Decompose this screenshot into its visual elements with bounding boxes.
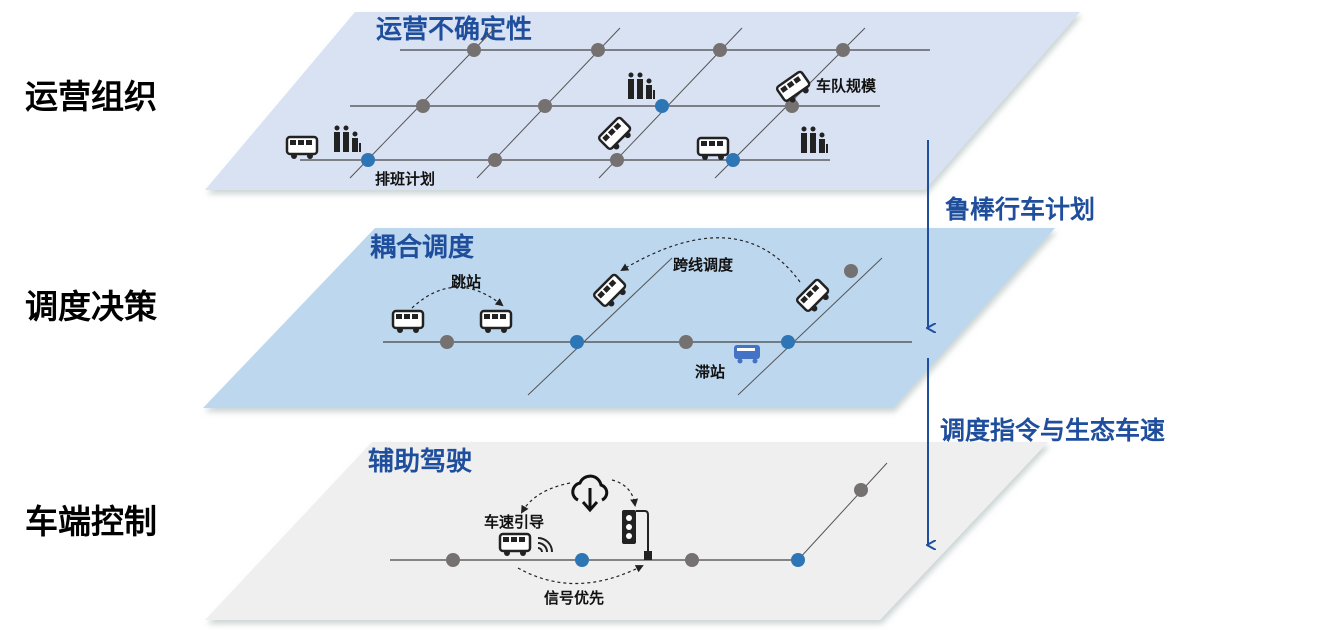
flow-label-robust-plan: 鲁棒行车计划 (945, 195, 1095, 224)
cloud-download-icon (571, 474, 609, 513)
label-cross-line: 跨线调度 (673, 256, 734, 274)
layer-plane (203, 228, 1055, 408)
layer-dispatch: 耦合调度 跳站 跨线调度 滞站 (203, 228, 1055, 408)
layer-operations: 运营不确定性 排班计划 车队规模 (205, 12, 1080, 190)
side-label-dispatch: 调度决策 (25, 287, 157, 326)
guide-arrow (520, 482, 571, 514)
label-skip-stop: 跳站 (451, 273, 481, 291)
wireless-signal-icon (537, 537, 553, 553)
signal-priority-arrow (517, 565, 644, 585)
traffic-light-icon (622, 510, 652, 560)
label-hold: 滞站 (695, 363, 725, 381)
layer-title: 运营不确定性 (376, 14, 532, 45)
layer-title: 辅助驾驶 (368, 447, 472, 477)
label-speed-guidance: 车速引导 (484, 513, 544, 531)
signal-arrow (611, 479, 639, 507)
layer-title: 耦合调度 (370, 232, 474, 263)
skip-arrow (411, 286, 504, 309)
label-schedule: 排班计划 (375, 170, 435, 188)
flow-label-commands-speed: 调度指令与生态车速 (940, 416, 1165, 445)
side-label-operations: 运营组织 (25, 77, 157, 116)
bus-blue-icon (734, 345, 760, 364)
side-label-vehicle: 车端控制 (25, 502, 157, 541)
layer-vehicle: 辅助驾驶 车速引导 信号优先 (205, 442, 1048, 620)
layer-plane (205, 12, 1080, 190)
label-fleet-size: 车队规模 (816, 77, 877, 95)
label-signal-priority: 信号优先 (544, 589, 604, 607)
